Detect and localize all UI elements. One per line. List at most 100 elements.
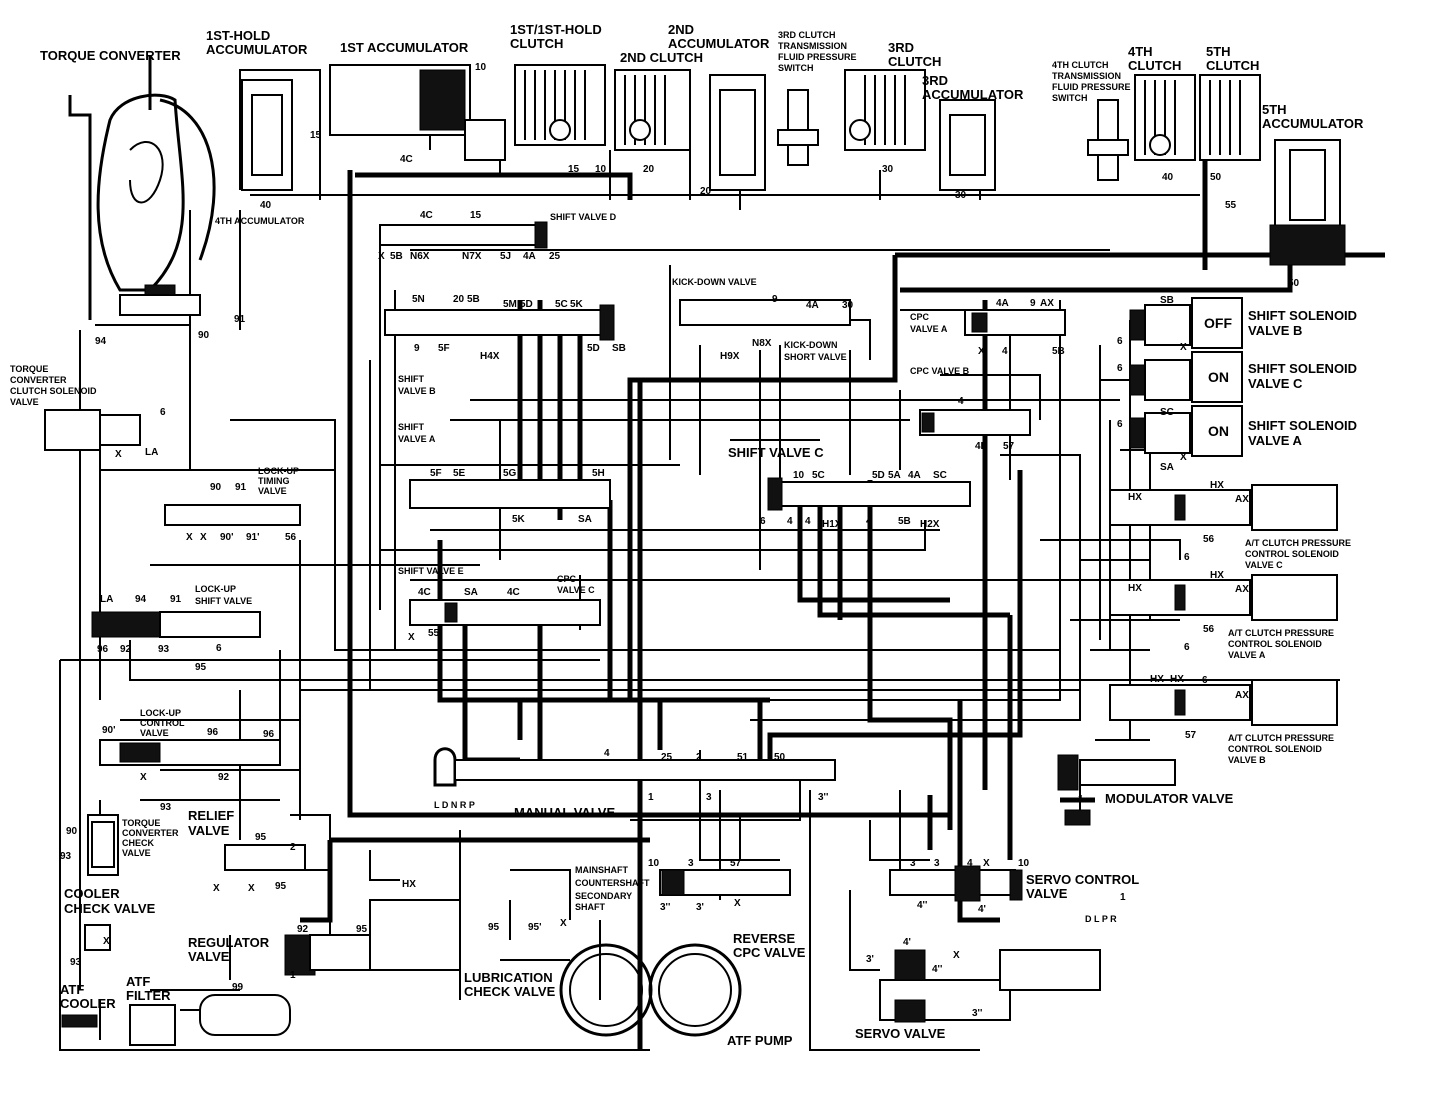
- manual-valve-label: MANUAL VALVE: [514, 805, 615, 820]
- port-label: 4: [604, 748, 610, 759]
- port-label: 2: [696, 752, 702, 763]
- pcs-a-label-2: CONTROL SOLENOID: [1228, 639, 1322, 649]
- port-label: 95: [275, 881, 287, 892]
- atf-pump: ATF PUMP: [559, 943, 793, 1048]
- port-label: 51: [737, 752, 749, 763]
- port-label: 5H: [592, 468, 605, 479]
- third-switch-label-4: SWITCH: [778, 63, 814, 73]
- cooler-check-label-2: CHECK VALVE: [64, 901, 156, 916]
- port-label: AX: [1040, 298, 1054, 309]
- shift-valve-d: SHIFT VALVE D: [379, 212, 617, 249]
- port-label: 4: [1002, 346, 1008, 357]
- port-label: 57: [1003, 441, 1015, 452]
- port-label: 5K: [512, 514, 526, 525]
- port-label: 3'': [660, 902, 670, 913]
- port-label: 95: [356, 924, 368, 935]
- tc-check-label-3: CHECK: [122, 838, 155, 848]
- shift-solenoid-b: OFF SHIFT SOLENOID VALVE B: [1129, 297, 1357, 349]
- port-label: X: [103, 936, 110, 947]
- port-label: 5B: [1052, 346, 1065, 357]
- torque-converter-check-valve: TORQUE CONVERTER CHECK VALVE: [87, 814, 179, 876]
- lock-up-timing-valve: LOCK-UP TIMING VALVE: [164, 466, 301, 526]
- port-label: 94: [135, 594, 147, 605]
- shift-valve-b: SHIFT VALVE B SHIFT VALVE A: [384, 304, 615, 444]
- port-label: SC: [933, 470, 947, 481]
- port-label: 20: [700, 186, 712, 197]
- port-label: 40: [260, 200, 272, 211]
- fourth-accumulator-label: 4TH ACCUMULATOR: [215, 216, 305, 226]
- tcc-solenoid-label-1: TORQUE: [10, 364, 48, 374]
- port-label: 5J: [500, 251, 511, 262]
- atf-pump-label: ATF PUMP: [727, 1033, 793, 1048]
- third-switch-label-2: TRANSMISSION: [778, 41, 847, 51]
- kick-down-valve-label: KICK-DOWN VALVE: [672, 277, 757, 287]
- pressure-control-solenoid-b: A/T CLUTCH PRESSURE CONTROL SOLENOID VAL…: [1109, 679, 1338, 765]
- port-label: 5D: [872, 470, 885, 481]
- atf-filter-label-1: ATF: [126, 974, 150, 989]
- port-label: 4C: [507, 587, 520, 598]
- port-label: 5B: [390, 251, 403, 262]
- third-clutch-label-1: 3RD: [888, 40, 914, 55]
- lockup-control-label-2: CONTROL: [140, 718, 185, 728]
- port-label: X: [1180, 342, 1187, 353]
- second-accumulator-label-2: ACCUMULATOR: [668, 36, 770, 51]
- third-accumulator-label-2: ACCUMULATOR: [922, 87, 1024, 102]
- port-label: 6: [160, 407, 166, 418]
- port-label: 90: [210, 482, 222, 493]
- port-label: 4'': [917, 900, 927, 911]
- sol-c-state: ON: [1208, 369, 1229, 385]
- port-label: 91: [170, 594, 182, 605]
- lubrication-label-1: LUBRICATION: [464, 970, 553, 985]
- atf-cooler: ATF COOLER: [60, 982, 116, 1028]
- first-accumulator: 1ST ACCUMULATOR: [329, 40, 506, 161]
- port-label: 90: [198, 330, 210, 341]
- atf-cooler-label-1: ATF: [60, 982, 84, 997]
- pcs-a-label-1: A/T CLUTCH PRESSURE: [1228, 628, 1334, 638]
- port-label: HX: [1150, 674, 1164, 685]
- port-label: LA: [100, 594, 113, 605]
- port-label: 9: [1030, 298, 1036, 309]
- secondary-label-1: SECONDARY: [575, 891, 632, 901]
- port-label: 10: [793, 470, 805, 481]
- port-label: 95: [195, 662, 207, 673]
- regulator-label-1: REGULATOR: [188, 935, 270, 950]
- port-label: X: [115, 449, 122, 460]
- third-clutch: 3RD CLUTCH: [844, 40, 941, 151]
- port-label: HX: [1210, 570, 1224, 581]
- fifth-accumulator-label-1: 5TH: [1262, 102, 1287, 117]
- port-label: H1X: [822, 519, 842, 530]
- port-label: 4A: [523, 251, 536, 262]
- fourth-clutch: 4TH CLUTCH: [1128, 44, 1196, 161]
- port-label: 30: [955, 190, 967, 201]
- cpc-valve-a-label-1: CPC: [910, 312, 930, 322]
- tc-check-label-4: VALVE: [122, 848, 151, 858]
- tcc-solenoid-label-4: VALVE: [10, 397, 39, 407]
- port-label: HX: [402, 879, 416, 890]
- kick-down-valve: KICK-DOWN VALVE KICK-DOWN SHORT VALVE: [672, 277, 851, 362]
- third-switch-label-3: FLUID PRESSURE: [778, 52, 857, 62]
- port-label: HX: [1210, 480, 1224, 491]
- port-label: 56: [1203, 624, 1215, 635]
- shift-solenoid-a: ON SHIFT SOLENOID VALVE A: [1129, 405, 1357, 457]
- port-label: 9: [414, 343, 420, 354]
- port-label: 93: [158, 644, 170, 655]
- torque-converter-label: TORQUE CONVERTER: [40, 48, 181, 63]
- shift-valve-a-label-1: SHIFT: [398, 422, 425, 432]
- sol-a-state: ON: [1208, 423, 1229, 439]
- cpc-valve-a: CPC VALVE A: [910, 309, 1066, 336]
- servo-control-label-1: SERVO CONTROL: [1026, 872, 1139, 887]
- port-label: X: [213, 883, 220, 894]
- pcs-b-label-3: VALVE B: [1228, 755, 1266, 765]
- port-label: 94: [95, 336, 107, 347]
- first-hold-accumulator: 1ST-HOLD ACCUMULATOR: [206, 28, 308, 191]
- port-label: 56: [285, 532, 297, 543]
- port-label: X: [560, 918, 567, 929]
- port-label: 57: [1185, 730, 1197, 741]
- port-label: 25: [549, 251, 561, 262]
- fifth-clutch-label-1: 5TH: [1206, 44, 1231, 59]
- fourth-switch-label-4: SWITCH: [1052, 93, 1088, 103]
- lockup-control-label-1: LOCK-UP: [140, 708, 181, 718]
- port-label: 2: [290, 842, 296, 853]
- reverse-cpc-label-2: CPC VALVE: [733, 945, 806, 960]
- port-label: 6: [760, 516, 766, 527]
